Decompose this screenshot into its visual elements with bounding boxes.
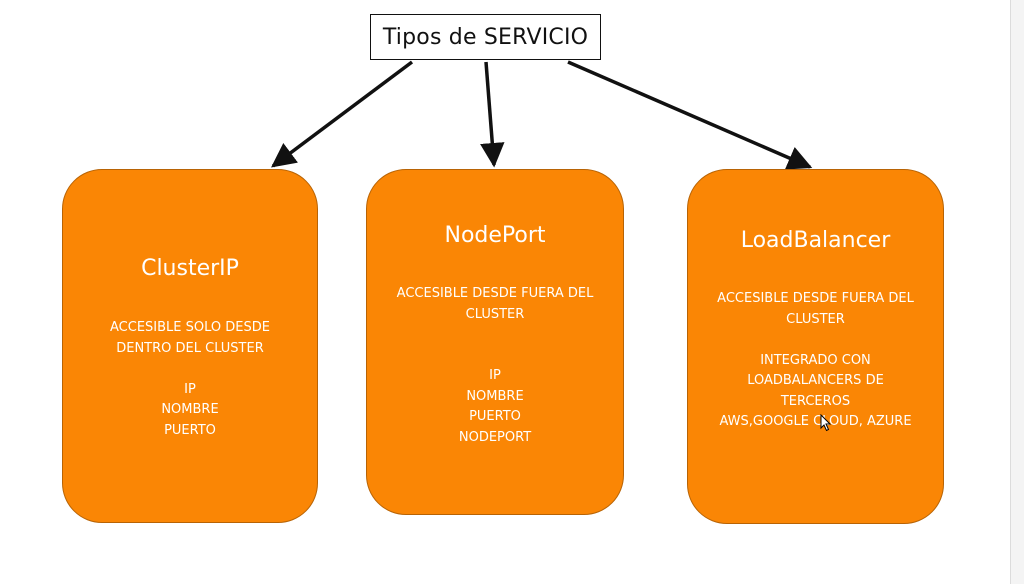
clusterip-box: ClusterIP ACCESIBLE SOLO DESDE DENTRO DE…	[62, 169, 318, 523]
loadbalancer-description-line-2: CLUSTER	[786, 311, 845, 327]
nodeport-field-nombre: NOMBRE	[466, 388, 524, 404]
clusterip-field-nombre: NOMBRE	[161, 402, 219, 417]
nodeport-description-line-2: CLUSTER	[465, 306, 525, 322]
nodeport-field-nodeport: NODEPORT	[458, 429, 532, 445]
arrow-to-nodeport	[480, 61, 505, 168]
clusterip-description-line-1: ACCESIBLE SOLO DESDE	[110, 320, 270, 335]
loadbalancer-extra-line-1: INTEGRADO CON	[760, 352, 871, 368]
nodeport-details: ACCESIBLE DESDE FUERA DEL CLUSTER IP NOM…	[367, 284, 623, 448]
nodeport-box: NodePort ACCESIBLE DESDE FUERA DEL CLUST…	[366, 169, 624, 515]
clusterip-details: ACCESIBLE SOLO DESDE DENTRO DEL CLUSTER …	[63, 318, 317, 441]
nodeport-description-line-1: ACCESIBLE DESDE FUERA DEL	[396, 286, 594, 301]
clusterip-field-ip: IP	[184, 381, 196, 397]
clusterip-title: ClusterIP	[141, 256, 239, 281]
arrow-to-loadbalancer	[567, 60, 813, 170]
title-box: Tipos de SERVICIO	[370, 14, 601, 60]
clusterip-field-puerto: PUERTO	[164, 422, 216, 438]
title-text: Tipos de SERVICIO	[382, 24, 589, 50]
clusterip-description-line-2: DENTRO DEL CLUSTER	[116, 340, 264, 356]
loadbalancer-extra-line-3: TERCEROS	[780, 393, 851, 409]
nodeport-field-puerto: PUERTO	[469, 409, 521, 424]
nodeport-field-ip: IP	[489, 368, 501, 383]
loadbalancer-extra-line-2: LOADBALANCERS DE	[747, 373, 884, 388]
loadbalancer-description-line-1: ACCESIBLE DESDE FUERA DEL	[717, 291, 914, 306]
nodeport-title: NodePort	[444, 223, 546, 248]
loadbalancer-box: LoadBalancer ACCESIBLE DESDE FUERA DEL C…	[687, 169, 944, 524]
window-scrollbar-edge	[1010, 0, 1024, 584]
loadbalancer-details: ACCESIBLE DESDE FUERA DEL CLUSTER INTEGR…	[688, 289, 943, 433]
mouse-pointer-icon	[820, 414, 832, 432]
loadbalancer-extra-line-4: AWS,GOOGLE CLOUD, AZURE	[719, 414, 912, 429]
arrow-to-clusterip	[271, 60, 414, 168]
loadbalancer-title: LoadBalancer	[740, 228, 891, 253]
